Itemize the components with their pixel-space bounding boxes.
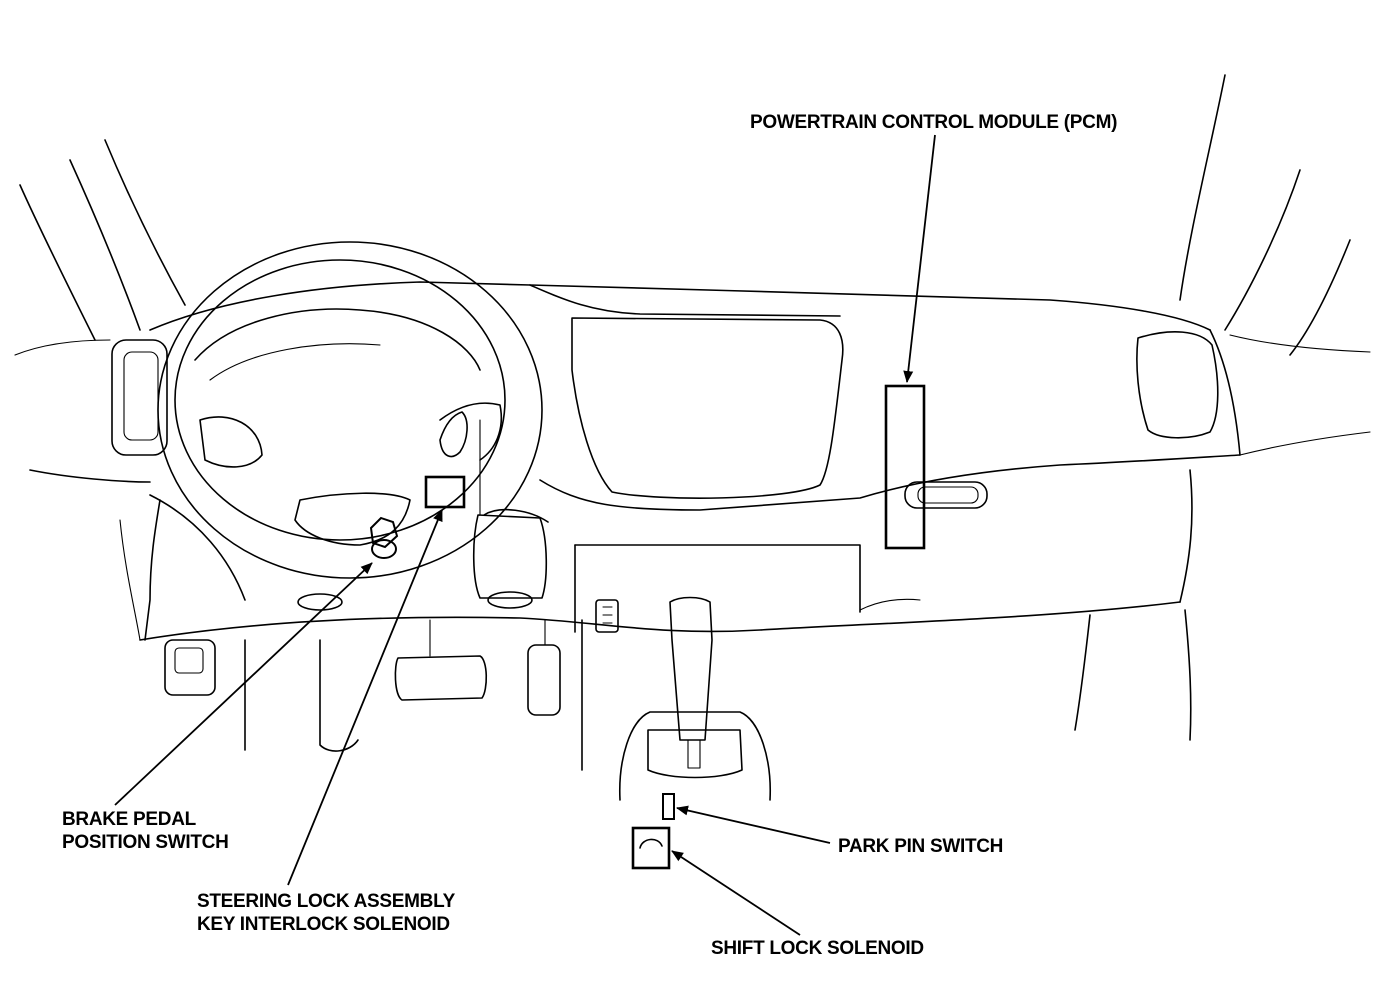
accelerator-pedal bbox=[527, 619, 561, 716]
right-lower-dash bbox=[859, 598, 1192, 741]
center-panel bbox=[571, 317, 861, 633]
left-a-pillar bbox=[14, 139, 186, 356]
right-a-pillar bbox=[1179, 74, 1371, 356]
pcm-leader-arrow bbox=[903, 134, 936, 383]
dashboard-body bbox=[29, 281, 1371, 641]
pcm-box bbox=[884, 384, 926, 550]
brake-pedal-switch-label: BRAKE PEDAL POSITION SWITCH bbox=[62, 808, 229, 854]
brake-pedal bbox=[394, 619, 488, 701]
steering-wheel bbox=[157, 241, 543, 579]
turn-signal-stalk bbox=[439, 411, 468, 458]
steering-lock-label: STEERING LOCK ASSEMBLY KEY INTERLOCK SOL… bbox=[197, 890, 455, 936]
park-pin-leader-arrow bbox=[676, 805, 831, 844]
shift-console-connector bbox=[595, 599, 619, 633]
steering-lock-box bbox=[424, 475, 466, 509]
steering-lock-label-line1: STEERING LOCK ASSEMBLY bbox=[197, 891, 456, 912]
steering-lock-label-line2: KEY INTERLOCK SOLENOID bbox=[197, 914, 450, 935]
shift-lock-solenoid-label: SHIFT LOCK SOLENOID bbox=[711, 938, 924, 959]
shift-lock-leader-arrow bbox=[671, 850, 801, 936]
brake-pedal-label-line1: BRAKE PEDAL bbox=[62, 809, 196, 830]
shift-lock-solenoid-box bbox=[631, 826, 671, 870]
brake-pedal-label-line2: POSITION SWITCH bbox=[62, 832, 229, 853]
glovebox-handle bbox=[904, 481, 988, 509]
brake-switch-leader-arrow bbox=[114, 562, 373, 806]
park-pin-switch-label: PARK PIN SWITCH bbox=[838, 836, 1004, 857]
pcm-label: POWERTRAIN CONTROL MODULE (PCM) bbox=[750, 112, 1118, 133]
right-air-vent bbox=[1136, 331, 1219, 439]
steering-column-bracket bbox=[472, 419, 549, 609]
park-pin-switch-box bbox=[662, 793, 675, 820]
steering-lock-leader-arrow bbox=[287, 509, 443, 886]
shift-lever bbox=[618, 596, 772, 801]
lower-dash bbox=[144, 494, 359, 752]
brake-pedal-switch bbox=[369, 516, 399, 559]
